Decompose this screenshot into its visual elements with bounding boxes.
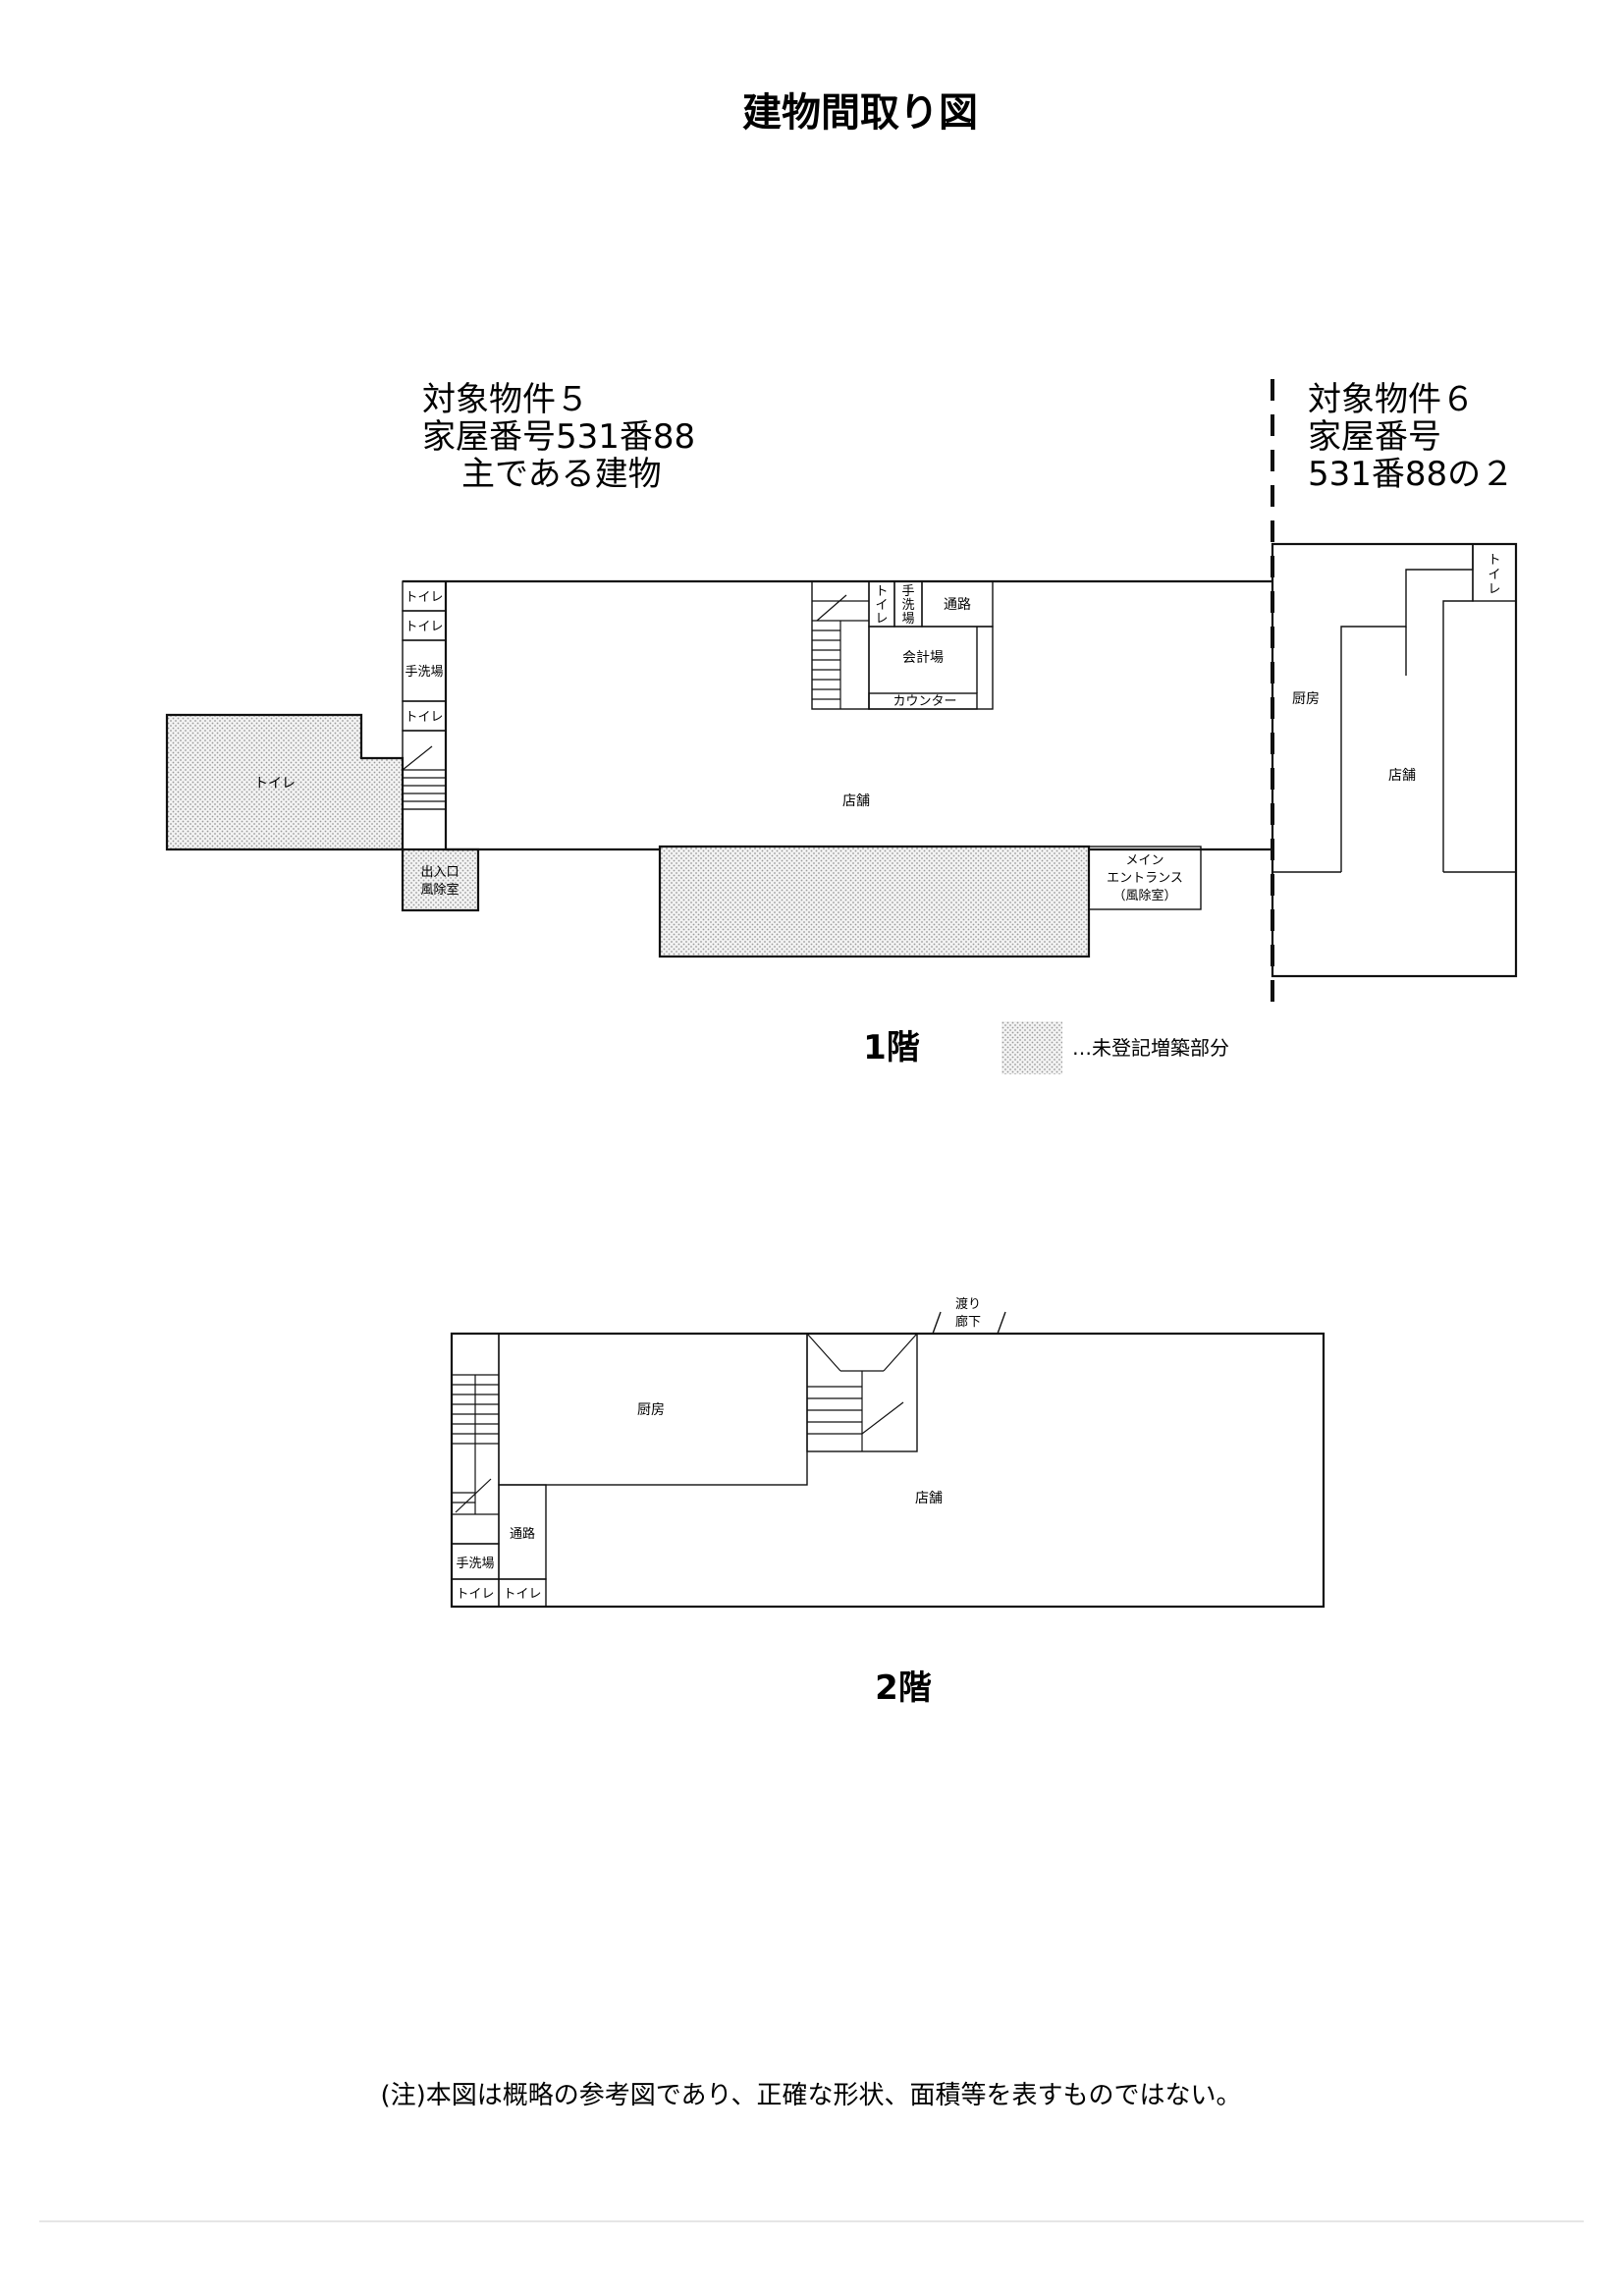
stair-left-treads (402, 745, 446, 802)
entrance-vestibule (401, 847, 480, 912)
stair-center-treads (812, 594, 869, 709)
entrance-label-1: 出入口 (420, 865, 459, 880)
floor-2-toilet-b-room (498, 1578, 547, 1608)
floor-2-toilet-b-label: トイレ (503, 1587, 541, 1602)
toilet-a-label: トイレ (405, 590, 443, 605)
floor-2-stair-center-treads (806, 1333, 918, 1451)
property-6-outline (1271, 542, 1518, 978)
toilet-b-label: トイレ (405, 620, 443, 634)
floor-2-outline (450, 1332, 1325, 1609)
page-title: 建物間取り図 (742, 90, 978, 136)
toilet-small-v2: イ (875, 598, 888, 613)
main-entrance-label-2: エントランス (1107, 871, 1183, 886)
floor-2-store-label: 店舗 (915, 1491, 943, 1506)
floor-2-corridor-label-2: 廊下 (955, 1314, 981, 1330)
legend-label: …未登記増築部分 (1072, 1036, 1229, 1060)
washroom-small-v2: 洗 (901, 598, 914, 613)
store-1f-label: 店舗 (842, 793, 870, 809)
washroom-small-v3: 場 (901, 612, 914, 627)
legend-hatch-swatch (1001, 1021, 1062, 1074)
property-6-kitchen-wall (1340, 544, 1474, 872)
passage-label: 通路 (944, 597, 971, 613)
counter (868, 692, 978, 710)
checkout-label: 会計場 (902, 650, 944, 666)
main-entrance-room (1088, 846, 1202, 910)
property-6-toilet (1472, 543, 1517, 602)
property-6-toilet-v2: イ (1488, 568, 1500, 582)
floor-1-label: 1階 (863, 1028, 920, 1067)
entrance-label-2: 風除室 (420, 882, 459, 898)
washroom-small-v1: 手 (901, 584, 914, 599)
main-entrance-label-3: （風除室） (1112, 888, 1176, 903)
toilet-small-v3: レ (875, 612, 888, 627)
property-6-label: 対象物件６ 家屋番号 531番88の２ (1308, 380, 1514, 494)
main-entrance-label-1: メイン (1125, 853, 1163, 868)
property-6-line-1: 対象物件６ (1308, 380, 1475, 419)
floor-2-stair-left-treads (452, 1374, 499, 1515)
toilet-c-label: トイレ (405, 710, 443, 725)
floor-2-corridor-label-1: 渡り (955, 1296, 981, 1312)
floor-2-corridor-left (932, 1311, 942, 1335)
property-6-store-label: 店舗 (1388, 768, 1416, 784)
property-5-line-1: 対象物件５ (422, 380, 589, 419)
floor-2-washroom-label: 手洗場 (456, 1557, 494, 1571)
extension-front (658, 845, 1091, 958)
toilet-small-v1: ト (875, 584, 888, 599)
floor-2-toilet-a-label: トイレ (456, 1587, 494, 1602)
toilet-extension-label: トイレ (254, 776, 296, 792)
property-6-toilet-v1: ト (1488, 553, 1500, 568)
counter-label: カウンター (893, 694, 956, 709)
property-6-line-3: 531番88の２ (1308, 455, 1514, 494)
property-5-line-2: 家屋番号531番88 (422, 417, 695, 457)
floor-2-passage-label: 通路 (510, 1526, 535, 1542)
property-5-label: 対象物件５ 家屋番号531番88 主である建物 (422, 380, 695, 494)
disclaimer-note: (注)本図は概略の参考図であり、正確な形状、面積等を表すものではない。 (381, 2081, 1242, 2110)
floor-2-label: 2階 (875, 1668, 932, 1708)
property-6-kitchen-label: 厨房 (1292, 691, 1320, 707)
floor-1-plan: トイレ トイレ 手洗場 トイレ トイレ 出入口 風除室 ト イ レ 手 洗 場 … (165, 379, 1518, 1074)
property-6-line-2: 家屋番号 (1308, 417, 1441, 457)
property-6-toilet-v3: レ (1488, 582, 1500, 597)
property-5-line-3: 主である建物 (461, 455, 662, 494)
floor-2-kitchen-label: 厨房 (637, 1402, 665, 1418)
washroom-label: 手洗場 (405, 665, 443, 680)
floor-2-plan: 厨房 渡り 廊下 店舗 通路 手洗場 トイレ トイレ 2階 (450, 1296, 1325, 1708)
floor-2-corridor-right (997, 1311, 1006, 1335)
